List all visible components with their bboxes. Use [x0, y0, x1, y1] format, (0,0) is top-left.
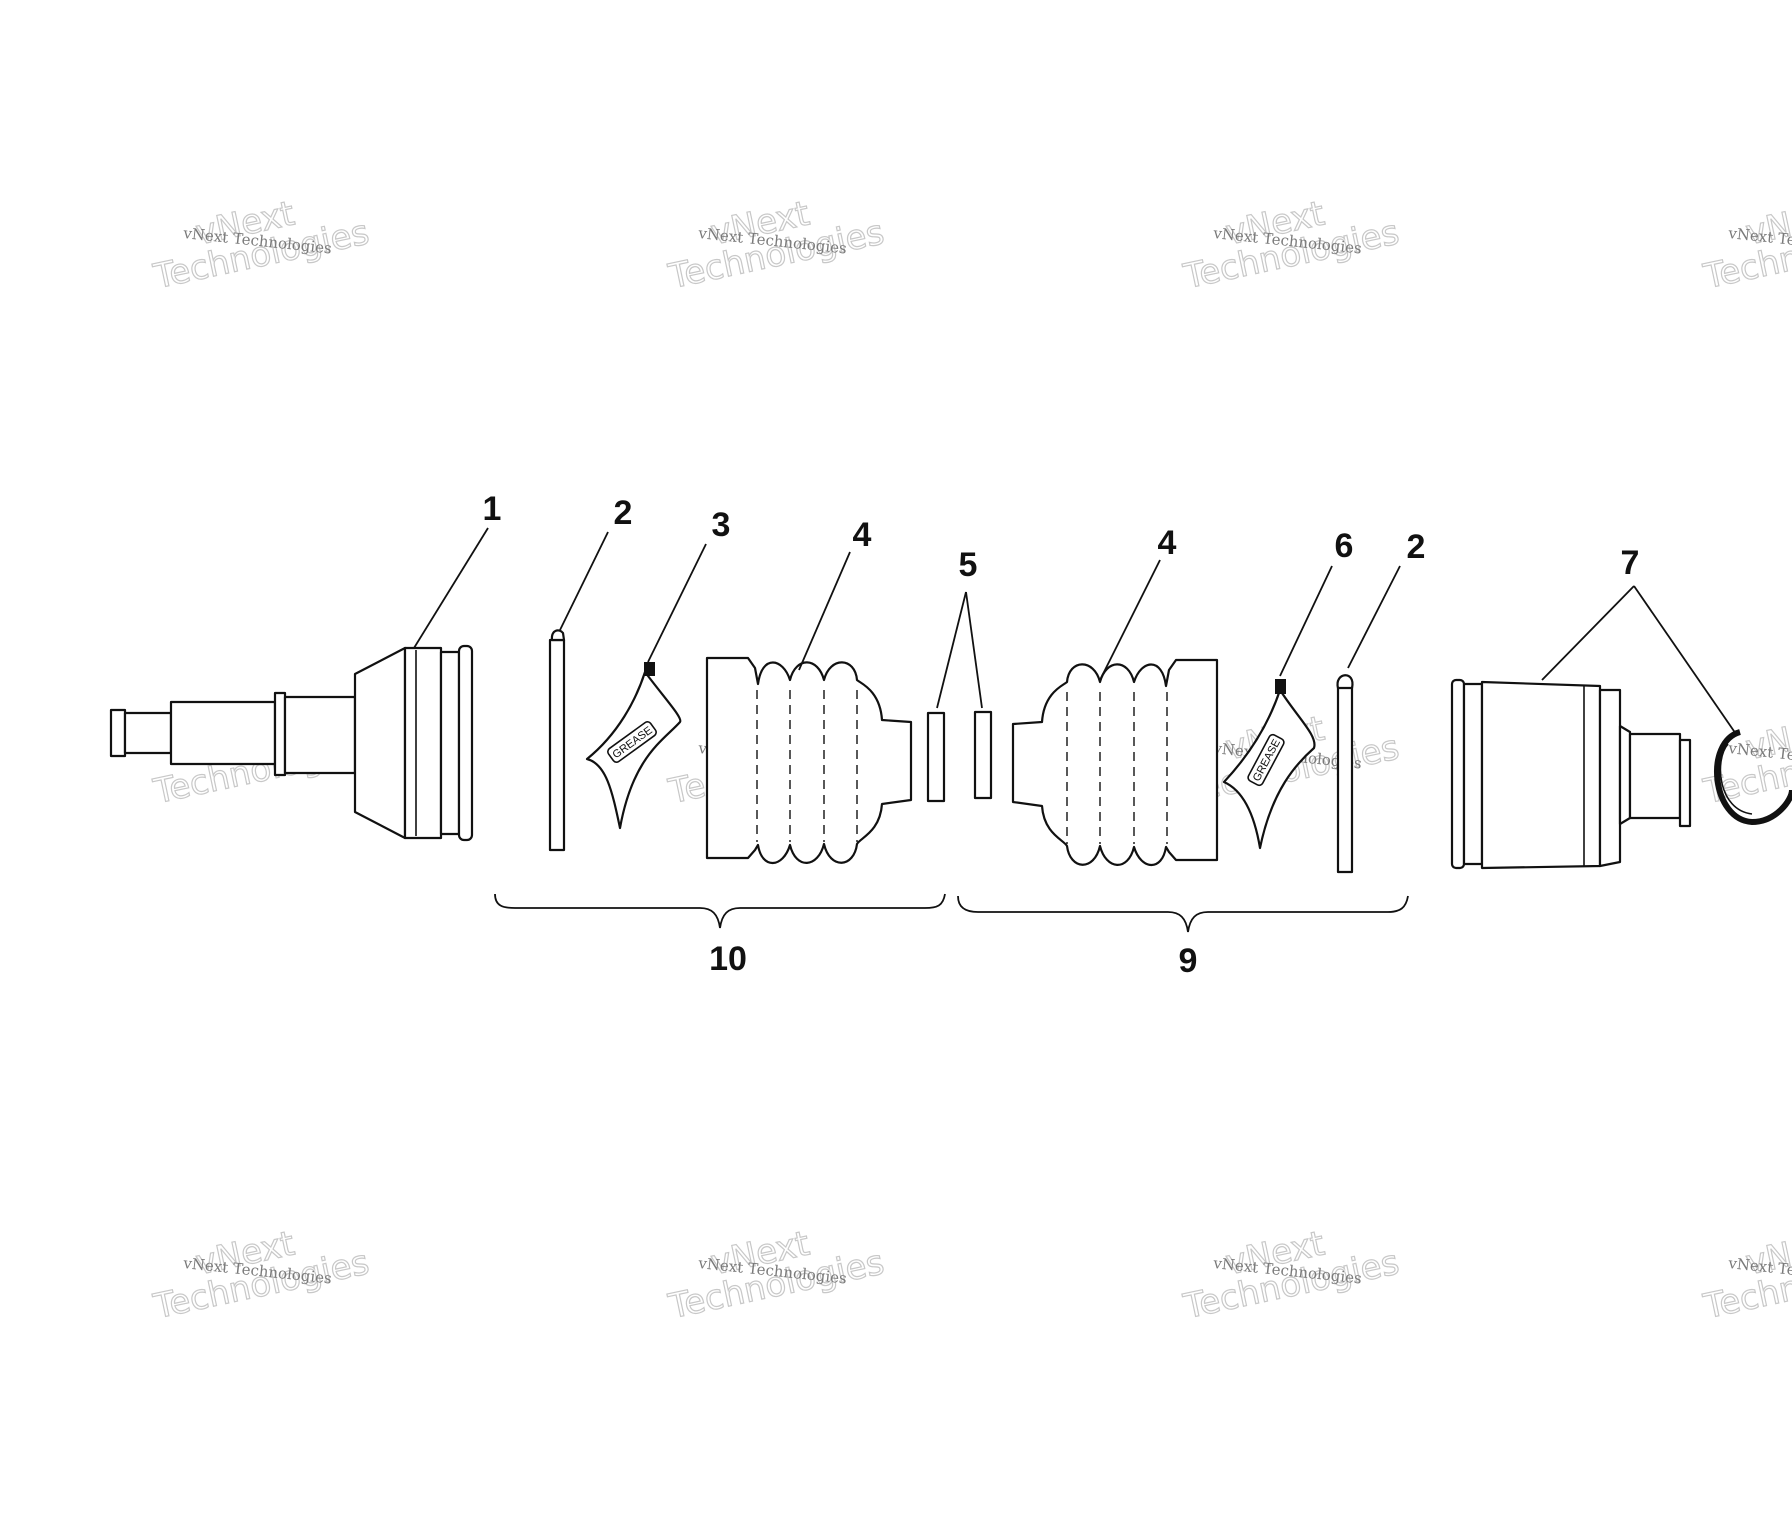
- leader-2-left: [559, 531, 609, 631]
- callout-2-left: 2: [614, 494, 633, 532]
- kit-braces: [494, 893, 1409, 933]
- leader-5-a: [936, 591, 967, 709]
- callout-2-right: 2: [1407, 528, 1426, 566]
- stub-shaft-tip: [123, 711, 173, 755]
- part-2-boot-clamp-left: [548, 629, 566, 852]
- stub-shaft-neck: [283, 695, 357, 775]
- callout-5: 5: [959, 546, 978, 584]
- brace-kit-9: [957, 895, 1409, 933]
- inner-joint-rim: [1462, 682, 1484, 866]
- part-3-grease-packet: GREASE: [585, 662, 682, 830]
- leader-1: [413, 527, 489, 649]
- stub-shaft-collar: [273, 691, 287, 777]
- housing-lip: [457, 644, 474, 842]
- callout-7: 7: [1621, 544, 1640, 582]
- small-clamp-right: [973, 710, 993, 800]
- part-4-cv-boot-right: [1011, 658, 1219, 866]
- callout-3: 3: [712, 506, 731, 544]
- circlip: [1714, 729, 1792, 825]
- leader-7-a: [1541, 585, 1635, 681]
- leader-lines: [413, 527, 1737, 735]
- inner-joint-body: [1480, 680, 1602, 870]
- brace-kit-10: [494, 893, 946, 929]
- leader-6: [1279, 565, 1333, 677]
- inner-joint-shoulder: [1598, 688, 1622, 868]
- leader-7-b: [1633, 585, 1737, 735]
- inner-joint-lip: [1450, 678, 1466, 870]
- stub-shaft-end: [109, 708, 127, 758]
- grease-packet-seal: [644, 662, 655, 676]
- small-clamp-left: [926, 711, 946, 803]
- callout-4-left: 4: [853, 516, 872, 554]
- callout-10: 10: [709, 940, 747, 978]
- part-4-cv-boot-left: [705, 656, 913, 864]
- leader-4-left: [798, 551, 851, 671]
- leader-4-right: [1099, 559, 1161, 681]
- housing-taper: [353, 646, 407, 840]
- leader-3: [647, 543, 707, 663]
- callout-labels: 1 2 3 4 5 4 6 2 7 10 9: [483, 490, 1640, 980]
- part-2-boot-clamp-right: [1336, 674, 1354, 874]
- housing-rim: [439, 650, 461, 836]
- stub-shaft-spline: [169, 700, 277, 766]
- callout-1: 1: [483, 490, 502, 528]
- part-1-cv-joint-housing: [109, 644, 474, 842]
- callout-9: 9: [1179, 942, 1198, 980]
- leader-2-right: [1347, 565, 1401, 669]
- part-7-inner-cv-joint: [1450, 678, 1792, 870]
- inner-joint-neck-end: [1678, 738, 1692, 828]
- inner-joint-neck: [1628, 732, 1682, 820]
- housing-bell: [403, 646, 443, 840]
- callout-4-right: 4: [1158, 524, 1177, 562]
- grease-packet-seal: [1275, 679, 1286, 694]
- part-6-grease-packet: GREASE: [1222, 679, 1316, 850]
- leader-5-b: [965, 591, 983, 709]
- part-5-small-clamps: [926, 710, 993, 803]
- callout-6: 6: [1335, 527, 1354, 565]
